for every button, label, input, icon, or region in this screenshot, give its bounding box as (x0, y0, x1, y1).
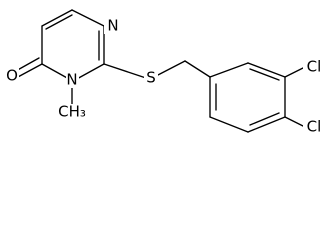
ring-sulfur-bond (103, 63, 147, 79)
methyl-label: CH₃ (58, 103, 86, 121)
sulfur-ch2-bond (155, 60, 186, 77)
phenyl-bond-1-2 (209, 62, 249, 78)
sulfur-label: S (146, 69, 156, 87)
ring-bond-n-bottom-c-left (41, 63, 70, 80)
ring-bond-c6-n-top-outer (41, 9, 73, 27)
chlorine-top-background (303, 59, 326, 77)
ring-bond-c4-n-bottom (74, 63, 105, 81)
phenyl-bond-2-3 (247, 62, 286, 78)
ch2-phenyl-bond (184, 60, 211, 78)
chemical-structure-diagram: N O N CH₃ S Cl Cl (5, 9, 326, 136)
oxygen-background (5, 67, 19, 84)
chlorine-bottom-background (303, 118, 326, 136)
carbonyl-bond-outer (15, 63, 43, 79)
ring-bond-c6-c5 (71, 9, 105, 27)
methyl-background (58, 104, 86, 121)
chlorine-top-bond (284, 67, 304, 78)
phenyl-inner-double-bottom-right (249, 112, 280, 126)
nitrogen-bottom-background (66, 72, 79, 88)
chlorine-bottom-bond (284, 116, 304, 127)
bond-group-phenyl (209, 62, 304, 133)
nitrogen-top-background (104, 18, 118, 34)
bond-group-linker (155, 60, 211, 78)
sulfur-background (144, 70, 158, 87)
bond-group-pyrimidinone (13, 9, 147, 114)
chlorine-top-label: Cl (307, 58, 322, 76)
nitrogen-bottom-label: N (66, 71, 77, 89)
phenyl-bond-4-5 (247, 116, 286, 133)
atom-labels: N O N CH₃ S Cl Cl (5, 17, 326, 136)
phenyl-inner-double-top-right (249, 68, 280, 81)
chlorine-bottom-label: Cl (307, 118, 322, 136)
oxygen-label: O (6, 67, 18, 85)
phenyl-bond-5-6 (209, 116, 249, 133)
nitrogen-top-label: N (107, 17, 118, 35)
ring-bond-c6-n-top-inner (45, 14, 73, 30)
